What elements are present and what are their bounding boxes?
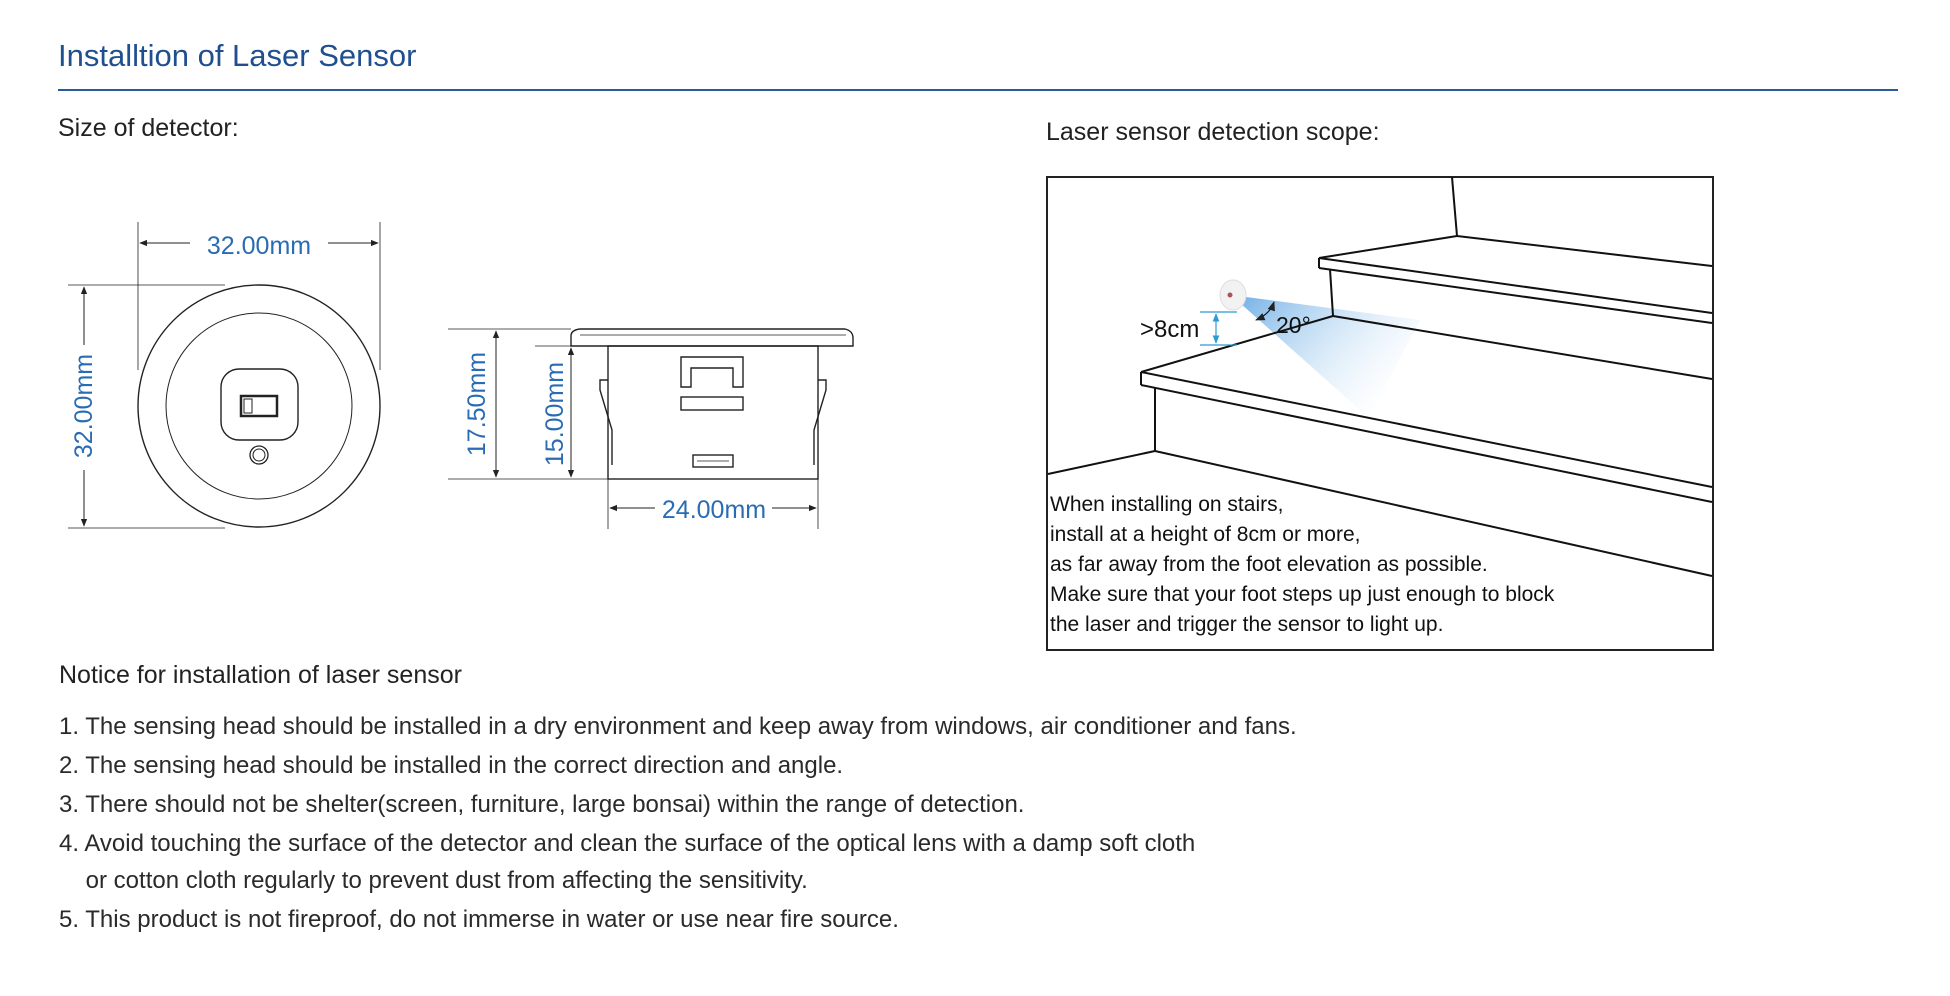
page-title: Installtion of Laser Sensor (58, 38, 417, 73)
notice-title: Notice for installation of laser sensor (59, 661, 462, 689)
caption-line: install at a height of 8cm or more, (1050, 523, 1360, 546)
detector-front-view (68, 222, 381, 529)
notice-item: 5. This product is not fireproof, do not… (59, 906, 899, 933)
scope-caption: When installing on stairs, install at a … (1050, 493, 1555, 636)
body-width-dimension: 24.00mm (662, 496, 766, 524)
total-height-dimension: 17.50mm (463, 352, 491, 456)
body-height-dimension: 15.00mm (541, 362, 569, 466)
stairs-scope-diagram (1046, 176, 1714, 651)
angle-label: 20° (1276, 312, 1311, 338)
detector-side-view (448, 328, 854, 529)
title-divider (58, 89, 1898, 91)
caption-line: When installing on stairs, (1050, 493, 1283, 516)
scope-section-label: Laser sensor detection scope: (1046, 118, 1380, 146)
dim-gap (463, 345, 489, 465)
notice-item-continued: or cotton cloth regularly to prevent dus… (59, 867, 808, 894)
caption-line: the laser and trigger the sensor to ligh… (1050, 613, 1443, 636)
front-height-dimension: 32.00mm (70, 354, 98, 458)
notice-item: 2. The sensing head should be installed … (59, 752, 844, 779)
notice-item: 1. The sensing head should be installed … (59, 713, 1297, 740)
sensor-icon (1219, 279, 1247, 311)
dim-gap (540, 360, 564, 470)
notice-item: 3. There should not be shelter(screen, f… (59, 791, 1025, 818)
size-section-label: Size of detector: (58, 114, 239, 142)
height-label: >8cm (1140, 316, 1199, 343)
front-width-dimension: 32.00mm (207, 232, 311, 260)
caption-line: as far away from the foot elevation as p… (1050, 553, 1488, 576)
caption-line: Make sure that your foot steps up just e… (1050, 583, 1555, 606)
notice-item: 4. Avoid touching the surface of the det… (59, 830, 1196, 857)
